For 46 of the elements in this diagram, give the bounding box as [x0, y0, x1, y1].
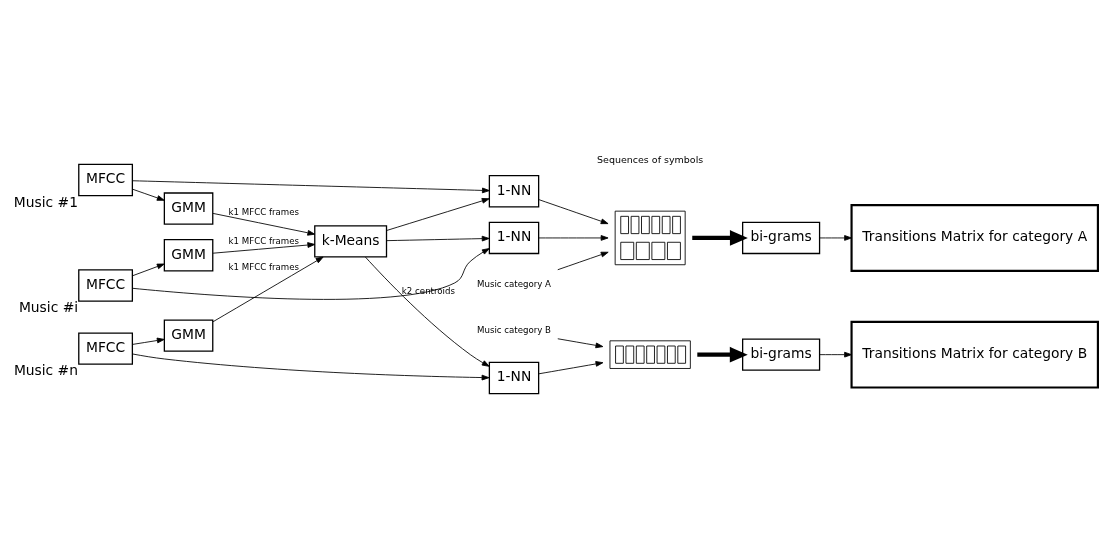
arrow — [132, 179, 490, 193]
arrow — [131, 188, 165, 201]
arrow — [692, 229, 748, 246]
node-box: GMM — [163, 191, 214, 225]
label: Sequences of symbols — [597, 153, 704, 165]
arrow — [819, 351, 852, 357]
node-box: MFCC — [78, 268, 133, 302]
arrow — [557, 337, 604, 348]
node-box: Transitions Matrix for category A — [850, 203, 1099, 272]
arrow — [212, 212, 316, 236]
edge-label: k1 MFCC frames — [228, 261, 299, 272]
arrow — [131, 263, 165, 276]
node-label: Music #n — [13, 361, 78, 378]
arrow — [538, 198, 609, 224]
arrow — [697, 346, 748, 362]
node-box: GMM — [163, 318, 214, 352]
arrow — [538, 360, 604, 374]
arrow — [132, 353, 490, 380]
edge-label: k1 MFCC frames — [228, 206, 299, 217]
arrow — [386, 197, 490, 231]
arrow — [538, 234, 609, 241]
node-label: Music #i — [18, 298, 79, 315]
arrow — [212, 256, 324, 322]
node-box: MFCC — [78, 163, 133, 196]
node-box: bi-grams — [742, 221, 821, 254]
arrow — [131, 337, 165, 345]
node-box: 1-NN — [488, 361, 540, 394]
node-label: Music #1 — [13, 193, 78, 210]
arrow — [557, 251, 609, 270]
node-box: MFCC — [78, 331, 133, 365]
node-box: k-Means — [314, 224, 388, 258]
arrow — [212, 241, 316, 254]
node-box: Transitions Matrix for category B — [850, 320, 1099, 389]
arrow — [386, 235, 490, 241]
node-text: Music category B — [476, 324, 552, 335]
edge-label: k1 MFCC frames — [228, 235, 299, 246]
node-text: Music category A — [476, 278, 552, 289]
node-box: GMM — [163, 238, 214, 271]
node-box: 1-NN — [488, 174, 540, 207]
node-box: bi-grams — [742, 337, 821, 371]
node-box — [609, 339, 691, 369]
arrow — [364, 256, 490, 367]
node-box — [614, 210, 686, 265]
arrow — [132, 247, 490, 300]
arrow — [819, 234, 852, 241]
node-box: 1-NN — [488, 221, 540, 254]
